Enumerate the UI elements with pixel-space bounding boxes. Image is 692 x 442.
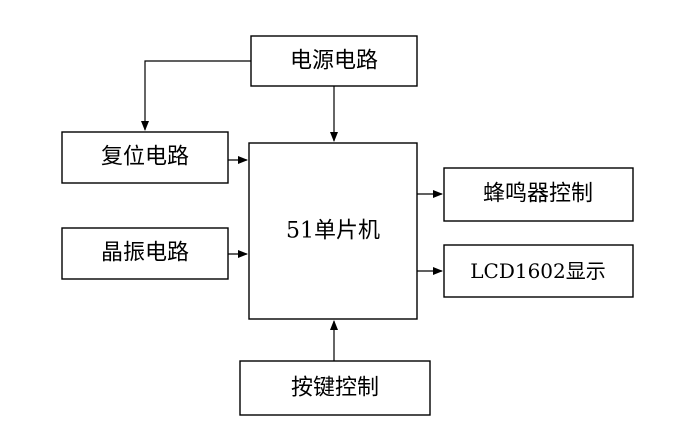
lcd-display-block <box>443 244 634 298</box>
mcu-block <box>248 142 418 320</box>
power-circuit-label: 电源电路 <box>290 49 378 74</box>
key-control-block <box>239 360 431 416</box>
power-to-reset-arrow <box>141 60 251 131</box>
reset-circuit-block <box>61 131 229 184</box>
power-circuit-block <box>250 35 418 87</box>
buzzer-control-block <box>443 167 634 222</box>
mcu-label: 51单片机 <box>286 219 380 244</box>
buzzer-control-label: 蜂鸣器控制 <box>483 182 593 207</box>
crystal-circuit-label: 晶振电路 <box>101 241 189 266</box>
reset-circuit-label: 复位电路 <box>101 145 189 170</box>
crystal-circuit-block <box>61 227 229 280</box>
lcd-display-label: LCD1602显示 <box>470 259 606 283</box>
key-control-label: 按键控制 <box>291 376 379 401</box>
